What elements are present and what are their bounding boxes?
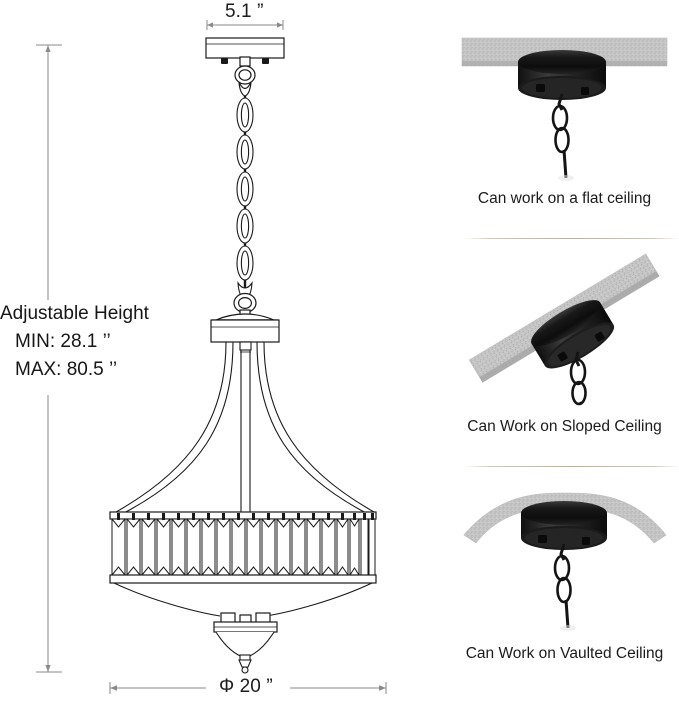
vaulted-ceiling-illustration	[463, 492, 667, 631]
chandelier-drawing-svg	[36, 20, 387, 694]
bottom-dimension-arrow	[109, 682, 387, 694]
crystal-drum	[109, 511, 377, 584]
panel-divider-2	[465, 466, 679, 467]
center-rod	[239, 341, 252, 515]
top-dimension-arrow	[206, 20, 284, 30]
chandelier-line-drawing-panel: 5.1 ” Φ 20 ” Adjustable Height MIN: 28.1…	[0, 1, 387, 697]
canopy	[205, 37, 285, 59]
caption-vaulted-ceiling: Can Work on Vaulted Ceiling	[465, 645, 664, 662]
flat-canopy	[518, 50, 606, 100]
sloped-chain	[569, 351, 587, 406]
lower-arms	[113, 582, 373, 617]
height-dimension-arrow	[36, 44, 62, 673]
diameter-label: Φ 20 ”	[219, 676, 273, 697]
adjustable-height-max: MAX: 80.5 ’’	[15, 359, 118, 380]
upper-band	[210, 319, 280, 343]
ceiling-illustrations-svg	[461, 37, 668, 631]
fixture-cap	[212, 313, 278, 321]
vaulted-canopy	[521, 501, 607, 550]
canopy-hanging-loop	[234, 56, 256, 97]
bottom-plate	[213, 612, 278, 633]
adjustable-height-min: MIN: 28.1 ’’	[15, 331, 111, 352]
panel-divider-1	[465, 238, 679, 239]
flat-ceiling-illustration	[461, 37, 668, 181]
sloped-canopy	[531, 300, 615, 369]
ceiling-options-panel: Can work on a flat ceiling Can Work on S…	[450, 0, 679, 706]
drum-rim-clips	[117, 513, 374, 520]
caption-sloped-ceiling: Can Work on Sloped Ceiling	[467, 418, 662, 435]
crystal-prisms	[111, 518, 376, 576]
canopy-width-label: 5.1 ”	[225, 1, 264, 22]
bottom-finial	[215, 631, 275, 674]
sloped-ceiling-illustration	[468, 253, 660, 406]
canopy-screws	[221, 58, 269, 64]
adjustable-height-block: Adjustable Height MIN: 28.1 ’’ MAX: 80.5…	[0, 303, 190, 381]
flat-chain	[551, 93, 570, 179]
upper-arms	[115, 341, 375, 515]
caption-flat-ceiling: Can work on a flat ceiling	[477, 190, 652, 207]
chain	[236, 96, 254, 301]
adjustable-height-title: Adjustable Height	[0, 303, 149, 324]
vaulted-chain	[553, 543, 572, 629]
drum-bottom-rim	[109, 574, 377, 584]
